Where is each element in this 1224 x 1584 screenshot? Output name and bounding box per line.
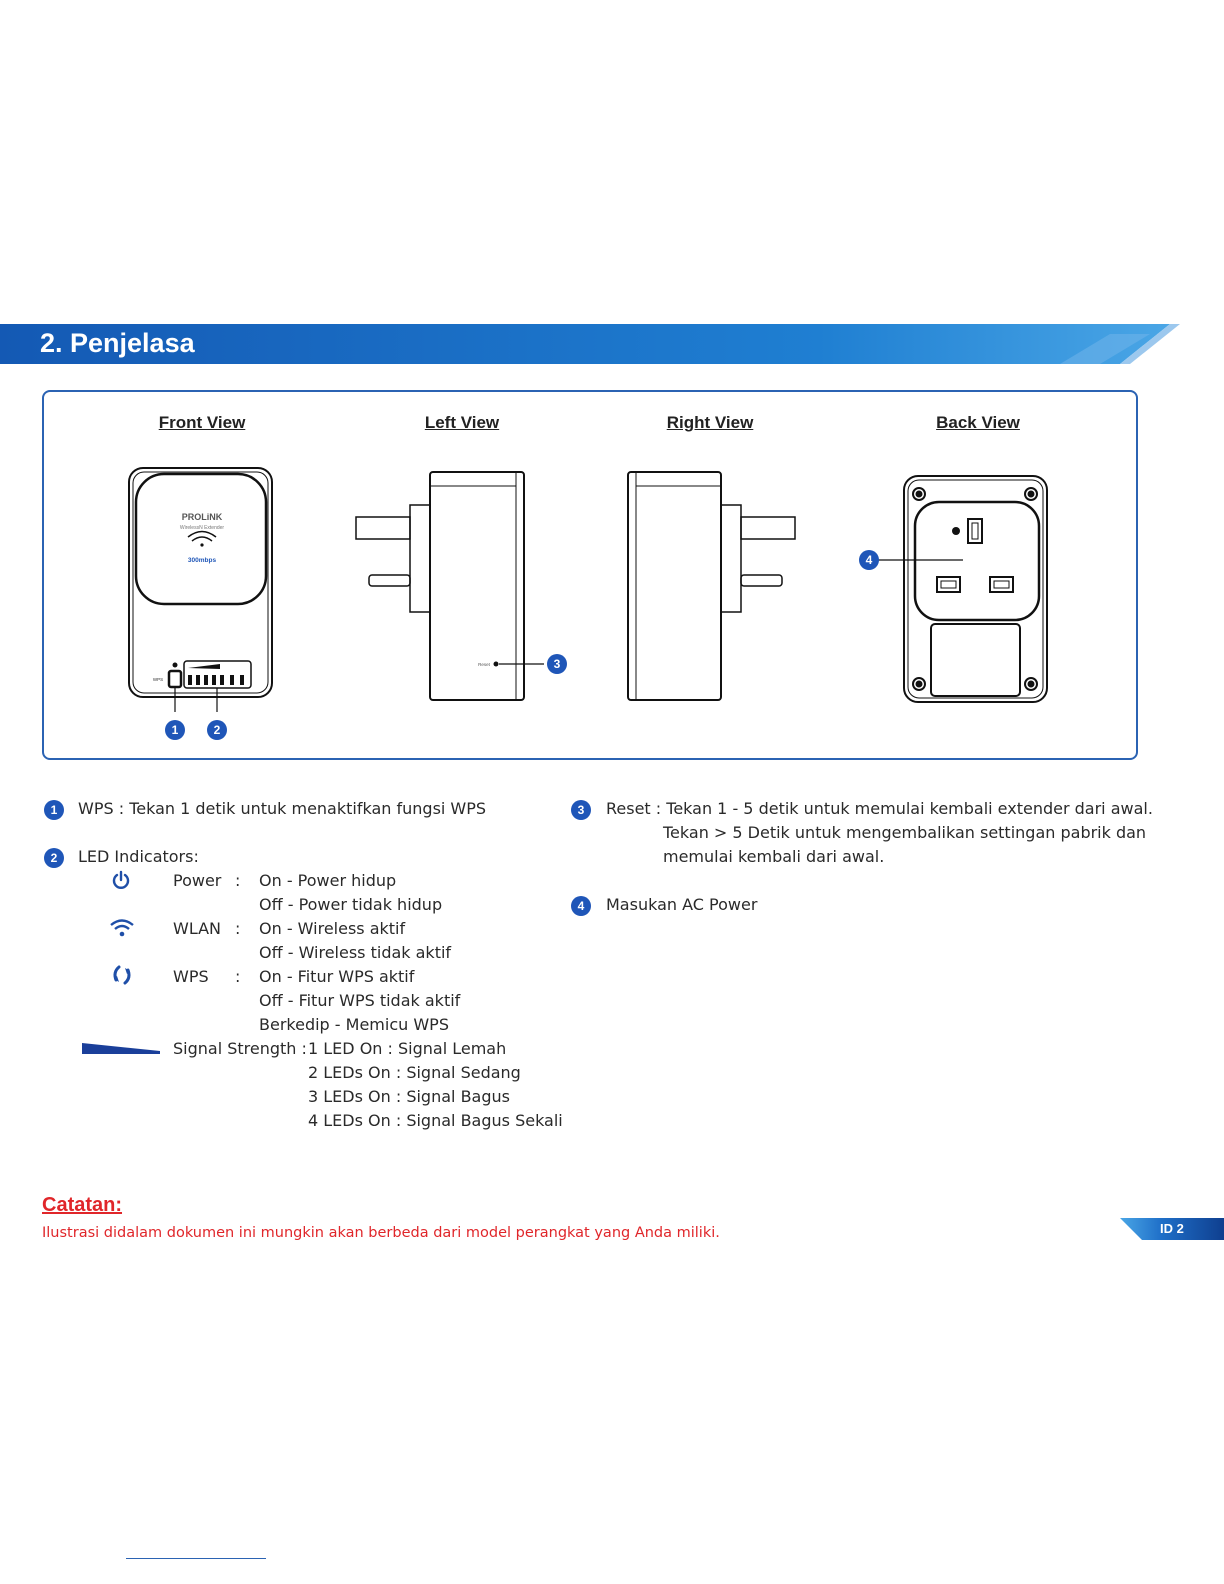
note-text: Ilustrasi didalam dokumen ini mungkin ak… — [42, 1225, 720, 1241]
device-speed: 300mbps — [188, 557, 217, 564]
signal-level-2: 2 LEDs On : Signal Sedang — [308, 1063, 521, 1082]
device-brand: PROLiNK — [182, 512, 223, 522]
left-view-device — [355, 471, 544, 701]
callout-3-marker — [547, 654, 567, 674]
callout-4-marker — [859, 550, 879, 570]
legend-3-number: 3 — [571, 800, 591, 820]
power-off: Off - Power tidak hidup — [259, 895, 443, 914]
signal-label: Signal Strength : — [173, 1039, 307, 1058]
signal-level-3: 3 LEDs On : Signal Bagus — [308, 1087, 510, 1106]
diagram-frame — [42, 390, 1138, 760]
callout-1-marker — [165, 720, 185, 740]
left-view-title: Left View — [424, 413, 500, 432]
legend-4-text: Masukan AC Power — [606, 895, 758, 914]
device-subtitle: WirelessN Extender — [180, 525, 225, 531]
wps-label: WPS — [173, 967, 209, 986]
callout-3: 3 — [554, 657, 561, 671]
legend-1-text: WPS : Tekan 1 detik untuk menaktifkan fu… — [78, 799, 487, 818]
section-title: 2. Penjelasa — [40, 328, 195, 358]
footer-divider — [126, 1558, 266, 1559]
legend-3-line2: Tekan > 5 Detik untuk mengembalikan sett… — [663, 823, 1147, 842]
back-view-device — [878, 475, 1048, 703]
power-icon — [112, 870, 130, 889]
legend-2-title: LED Indicators: — [78, 847, 199, 866]
legend-4-number: 4 — [571, 896, 591, 916]
callout-2: 2 — [214, 723, 221, 737]
wps-on: On - Fitur WPS aktif — [259, 967, 415, 986]
legend-3-line1: Reset : Tekan 1 - 5 detik untuk memulai … — [606, 799, 1153, 818]
wlan-label: WLAN — [173, 919, 222, 938]
callout-1: 1 — [172, 723, 179, 737]
wifi-icon — [110, 919, 134, 937]
legend-2-number: 2 — [44, 848, 64, 868]
signal-level-1: 1 LED On : Signal Lemah — [308, 1039, 507, 1058]
power-on: On - Power hidup — [259, 871, 397, 890]
front-view-device — [128, 467, 273, 712]
right-view-device — [627, 471, 796, 701]
legend-3-line3: memulai kembali dari awal. — [663, 847, 885, 866]
device-wps-label: WPS — [153, 677, 163, 682]
wps-blink: Berkedip - Memicu WPS — [259, 1015, 449, 1034]
wlan-off: Off - Wireless tidak aktif — [259, 943, 452, 962]
page-number: ID 2 — [1160, 1221, 1184, 1236]
header-band — [0, 324, 1180, 364]
wlan-on: On - Wireless aktif — [259, 919, 406, 938]
device-diagram: PROLiNK WirelessN Extender 300mbps WPS R… — [128, 467, 1048, 740]
front-view-title: Front View — [158, 413, 246, 432]
right-view-title: Right View — [666, 413, 754, 432]
signal-wedge-icon — [82, 1043, 160, 1054]
wps-off: Off - Fitur WPS tidak aktif — [259, 991, 461, 1010]
signal-level-4: 4 LEDs On : Signal Bagus Sekali — [308, 1111, 563, 1130]
callout-2-marker — [207, 720, 227, 740]
power-sep: : — [235, 871, 241, 890]
power-label: Power — [173, 871, 222, 890]
wps-sep: : — [235, 967, 241, 986]
wps-icon — [113, 965, 131, 985]
legend-1-number: 1 — [44, 800, 64, 820]
wlan-sep: : — [235, 919, 241, 938]
callout-4: 4 — [866, 553, 873, 567]
page-tab — [1120, 1218, 1224, 1240]
back-view-title: Back View — [936, 413, 1020, 432]
device-reset-label: Reset — [478, 662, 491, 667]
note-title: Catatan: — [42, 1194, 123, 1216]
